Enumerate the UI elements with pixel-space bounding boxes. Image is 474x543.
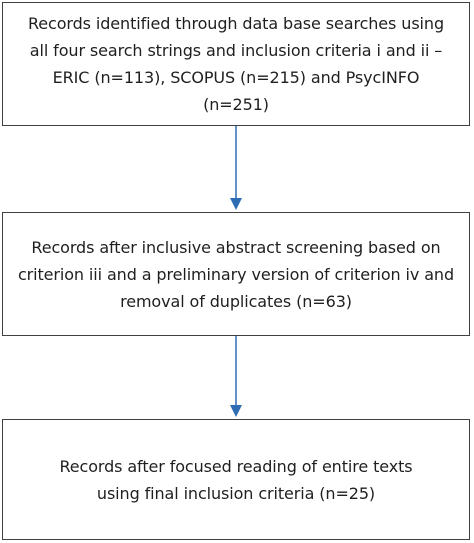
step-2-text: Records after inclusive abstract screeni… [17,237,455,311]
arrow-down-icon [230,336,242,417]
arrow-down-icon [230,126,242,210]
step-1-text: Records identified through data base sea… [27,14,444,114]
step-3-text: Records after focused reading of entire … [59,456,413,503]
step-1-box: Records identified through data base sea… [2,2,470,126]
step-2-box: Records after inclusive abstract screeni… [2,212,470,336]
step-3-box: Records after focused reading of entire … [2,419,470,540]
